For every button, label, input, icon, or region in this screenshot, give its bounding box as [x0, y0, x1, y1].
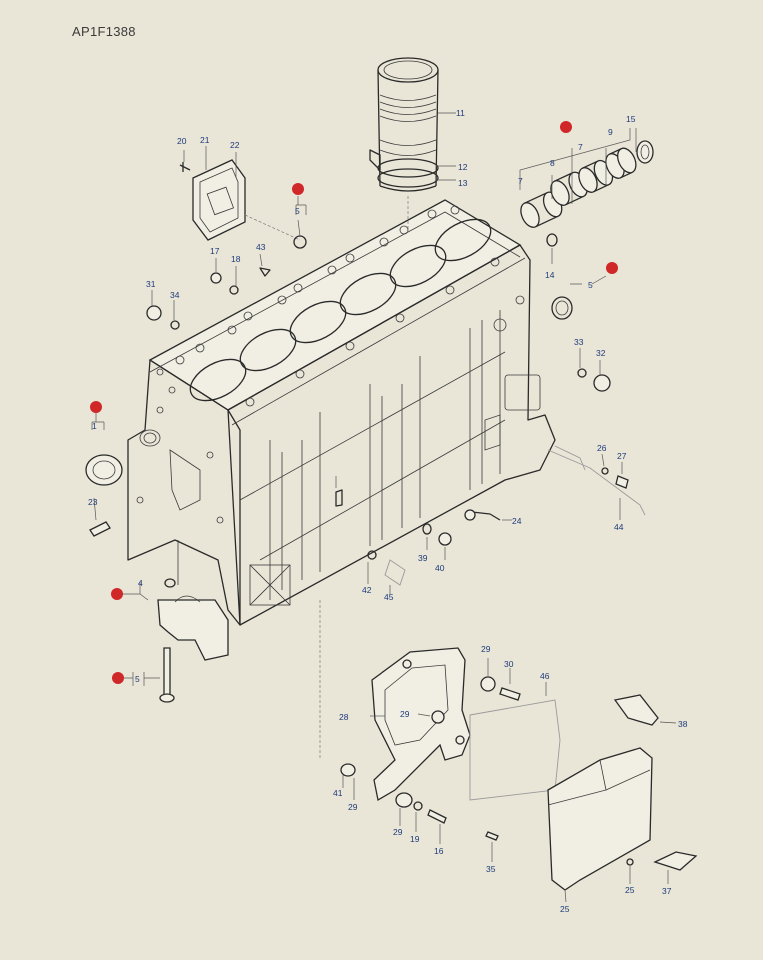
callout-14: 14	[545, 270, 555, 280]
callout-45: 45	[384, 592, 394, 602]
callout-24: 24	[512, 516, 522, 526]
hardware-right	[335, 233, 646, 586]
callout-31: 31	[146, 279, 156, 289]
callout-9: 9	[608, 127, 613, 137]
callout-41: 41	[333, 788, 343, 798]
callout-23: 23	[88, 497, 98, 507]
callout-15: 15	[626, 114, 636, 124]
callout-21: 21	[200, 135, 210, 145]
rear-face-details	[484, 295, 541, 451]
callout-4: 4	[138, 578, 143, 588]
callout-43: 43	[256, 242, 266, 252]
callout-25b: 25	[625, 885, 635, 895]
callout-27: 27	[617, 451, 627, 461]
callout-37: 37	[662, 886, 672, 896]
callout-7a: 7	[518, 176, 523, 186]
callout-25a: 25	[560, 904, 570, 914]
callout-28: 28	[339, 712, 349, 722]
callout-8: 8	[550, 158, 555, 168]
callout-29d: 29	[393, 827, 403, 837]
callout-19a: 19	[410, 834, 420, 844]
callout-11: 11	[456, 108, 465, 118]
callout-12: 12	[458, 162, 468, 172]
callout-42: 42	[362, 585, 372, 595]
callout-38: 38	[678, 719, 688, 729]
diagram-code: AP1F1388	[72, 24, 136, 39]
cover-plate	[179, 159, 301, 241]
callout-46: 46	[540, 671, 550, 681]
block-ribs	[239, 310, 506, 606]
callout-40: 40	[435, 563, 445, 573]
callout-5c: 5	[135, 674, 140, 684]
callout-5a: 5	[295, 206, 300, 216]
callout-13: 13	[458, 178, 468, 188]
callout-26: 26	[597, 443, 607, 453]
cylinder-bores	[189, 218, 492, 402]
cylinder-liner	[369, 57, 439, 232]
engine-block	[127, 199, 556, 626]
side-cover	[547, 694, 698, 891]
red-markers	[90, 121, 618, 684]
callout-35: 35	[486, 864, 496, 874]
callout-7b: 7	[578, 142, 583, 152]
leader-lines	[91, 112, 677, 903]
callout-5b: 5	[588, 280, 593, 290]
callout-labels: 11 12 13 15 9 7 8 7 5 20 21 22 17 18 43 …	[88, 108, 688, 914]
callout-1: 1	[92, 421, 97, 431]
callout-18: 18	[231, 254, 241, 264]
callout-20: 20	[177, 136, 187, 146]
bracket	[319, 600, 561, 841]
main-bearing-cap	[157, 578, 229, 703]
callout-32: 32	[596, 348, 606, 358]
callout-29b: 29	[400, 709, 410, 719]
callout-30: 30	[504, 659, 514, 669]
callout-34: 34	[170, 290, 180, 300]
callout-29c: 29	[348, 802, 358, 812]
callout-17: 17	[210, 246, 220, 256]
callout-22: 22	[230, 140, 240, 150]
callout-44: 44	[614, 522, 624, 532]
callout-39: 39	[418, 553, 428, 563]
head-bolt-holes	[156, 205, 500, 407]
callout-33: 33	[574, 337, 584, 347]
front-face-details	[136, 406, 224, 585]
callout-16: 16	[434, 846, 444, 856]
callout-29a: 29	[481, 644, 491, 654]
camshaft-bushings	[519, 128, 654, 228]
